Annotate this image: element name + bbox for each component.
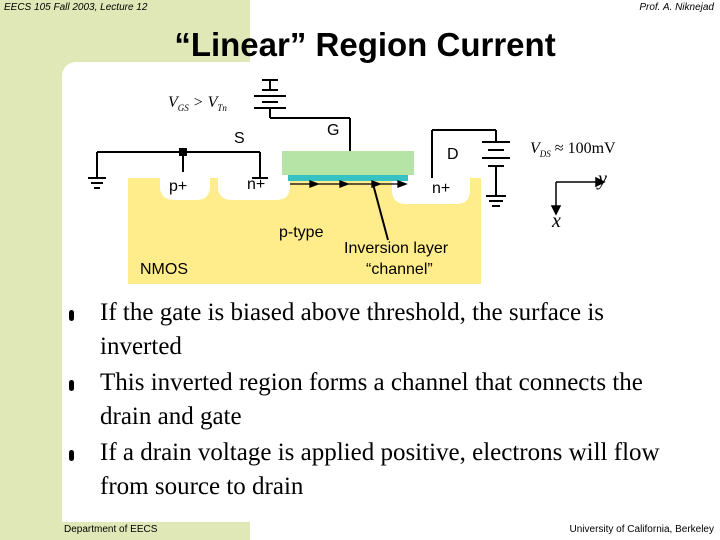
electron-flow-arrows [290,180,408,188]
inversion-channel [288,175,408,181]
p-plus-label: p+ [169,178,188,195]
bullet-item: If the gate is biased above threshold, t… [58,296,688,364]
p-plus-well [160,178,210,200]
n-plus-source-label: n+ [247,176,266,193]
channel-label: “channel” [366,261,433,278]
university-footer: University of California, Berkeley [569,524,715,535]
bullet-item: If a drain voltage is applied positive, … [58,436,688,504]
substrate-label: p-type [279,224,324,241]
y-axis-label: y [598,168,607,190]
gate-oxide [282,151,414,175]
course-header: EECS 105 Fall 2003, Lecture 12 [4,2,148,13]
x-axis-label: x [552,210,561,232]
gate-wiring [254,79,351,151]
drain-label: D [447,146,459,163]
source-wiring [88,148,268,189]
n-plus-drain-well [392,178,470,204]
bullet-list: If the gate is biased above threshold, t… [58,296,688,506]
drain-wiring [431,129,510,207]
n-plus-source-well [218,178,290,200]
bullet-item: This inverted region forms a channel tha… [58,366,688,434]
source-label: S [234,130,245,147]
axis-indicator [550,176,606,216]
slide-title: “Linear” Region Current [174,26,556,63]
content-area [62,62,720,522]
device-label: NMOS [140,261,188,278]
gate-label: G [327,122,340,139]
n-plus-drain-label: n+ [432,180,451,197]
department-footer: Department of EECS [64,524,158,535]
inversion-pointer [372,183,389,241]
nmos-diagram [88,79,606,284]
vds-condition: VDS ≈ 100mV [530,140,616,160]
inversion-layer-label: Inversion layer [344,240,449,257]
vgs-condition: VGS > VTn [168,94,227,114]
author-header: Prof. A. Niknejad [639,2,714,13]
